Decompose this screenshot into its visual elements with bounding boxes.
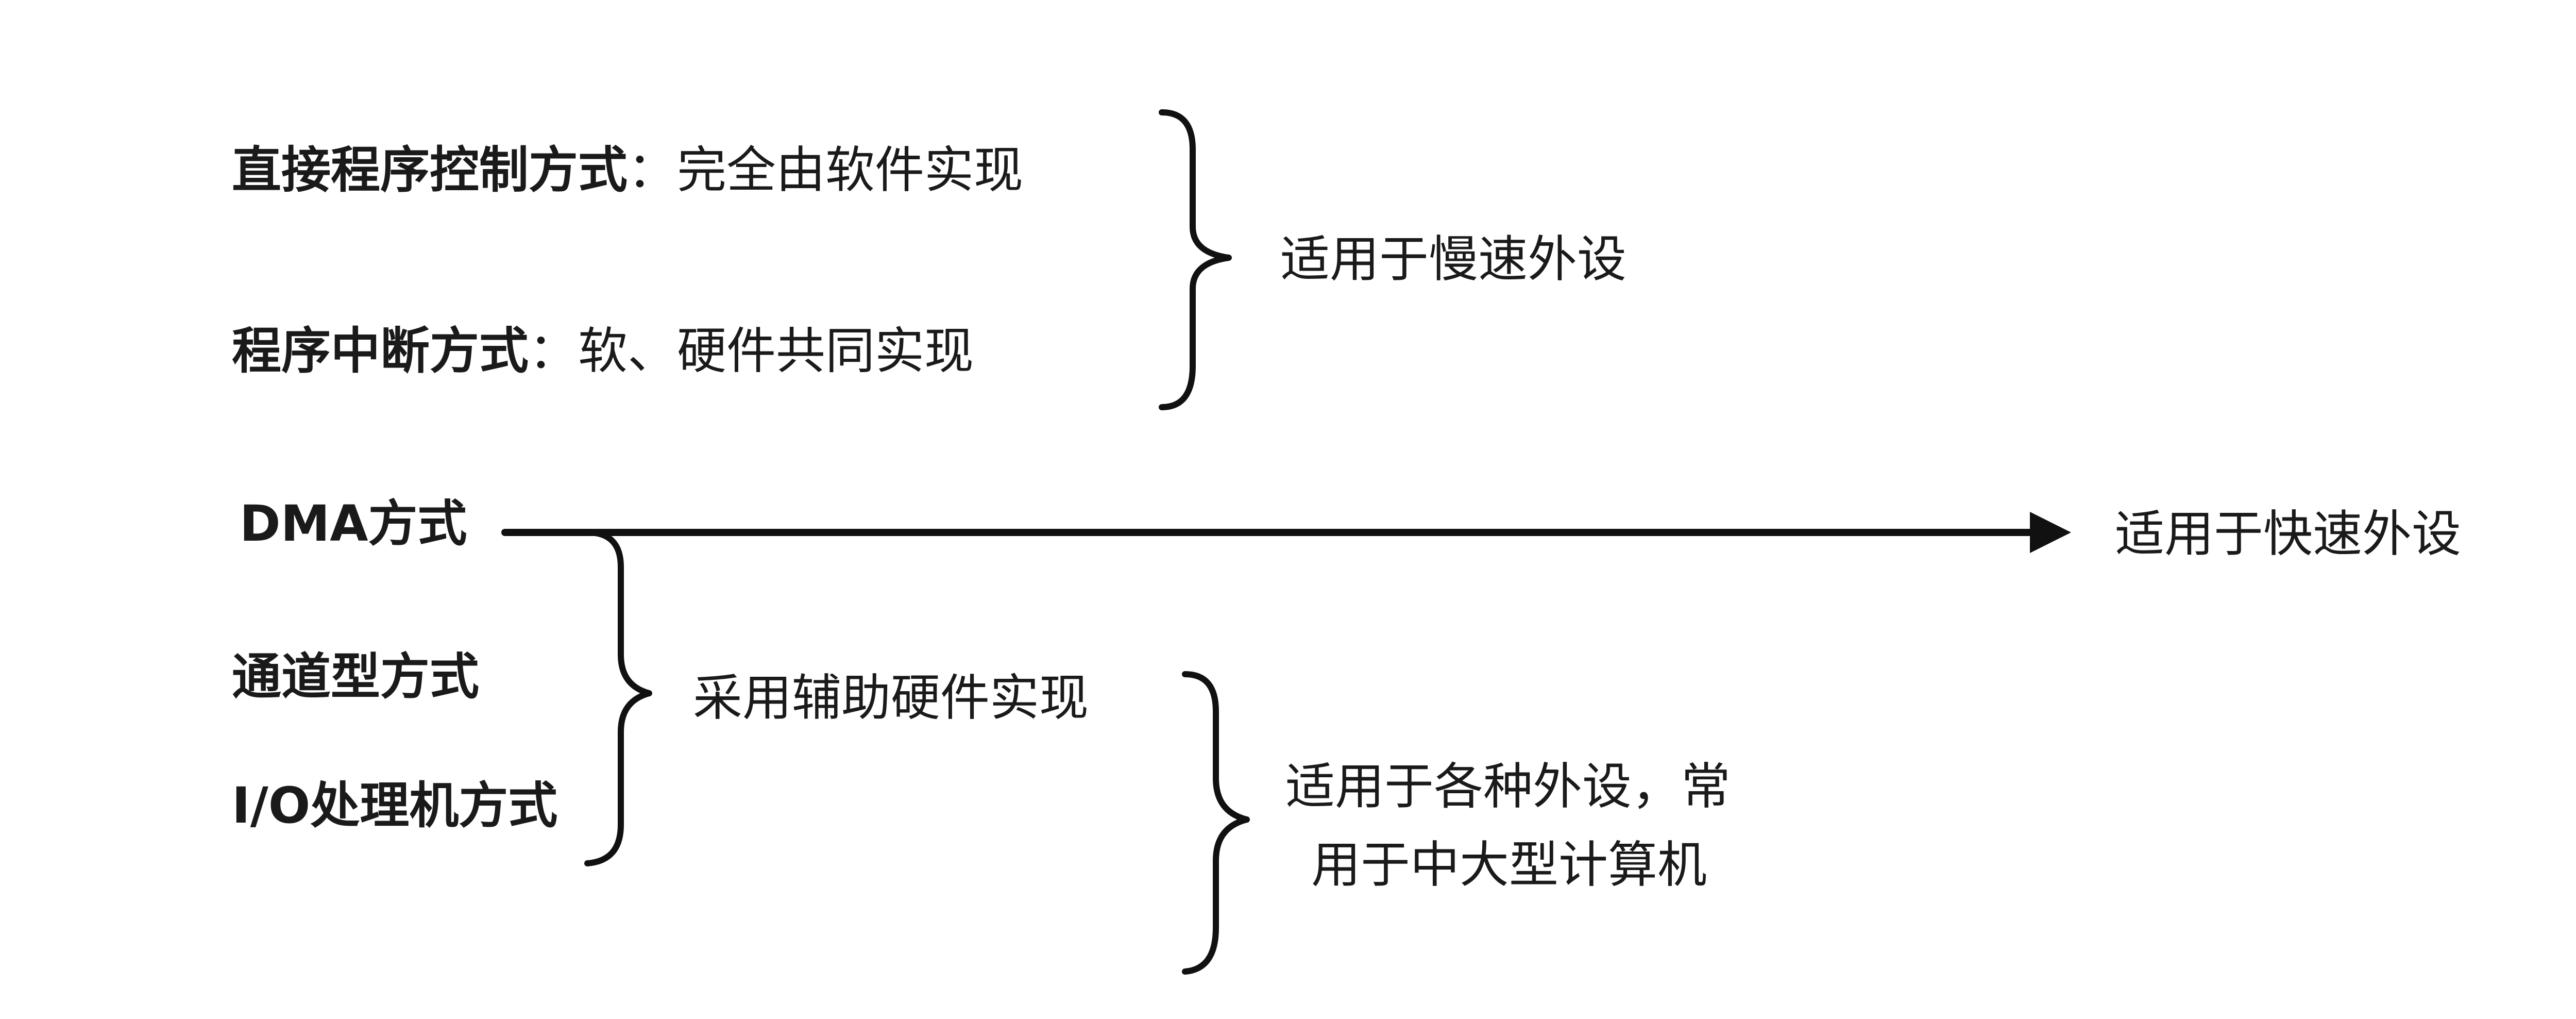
direct-method-desc: 完全由软件实现 [677, 141, 1023, 199]
slow-devices-note: 适用于慢速外设 [1280, 230, 1626, 288]
channel-method-name: 通道型方式 [232, 648, 479, 706]
fast-devices-note: 适用于快速外设 [2115, 505, 2461, 563]
interrupt-method-separator: ： [529, 322, 578, 380]
all-devices-note-line1: 适用于各种外设，常 [1285, 758, 1731, 815]
brace-bottom-right [1182, 671, 1250, 975]
interrupt-method-row: 程序中断方式：软、硬件共同实现 [232, 326, 974, 376]
dma-arrowhead [2030, 512, 2071, 553]
all-devices-note-line2: 用于中大型计算机 [1311, 836, 1707, 894]
brace-top-right [1159, 109, 1232, 410]
direct-method-separator: ： [628, 141, 677, 199]
brace-middle-left [584, 529, 652, 866]
io-processor-method-name: I/O处理机方式 [232, 777, 558, 834]
aux-hardware-note: 采用辅助硬件实现 [693, 669, 1089, 727]
direct-method-row: 直接程序控制方式：完全由软件实现 [232, 145, 1023, 195]
interrupt-method-desc: 软、硬件共同实现 [578, 322, 974, 380]
direct-method-name: 直接程序控制方式 [232, 141, 628, 199]
dma-method-name: DMA方式 [240, 495, 467, 553]
interrupt-method-name: 程序中断方式 [232, 322, 529, 380]
